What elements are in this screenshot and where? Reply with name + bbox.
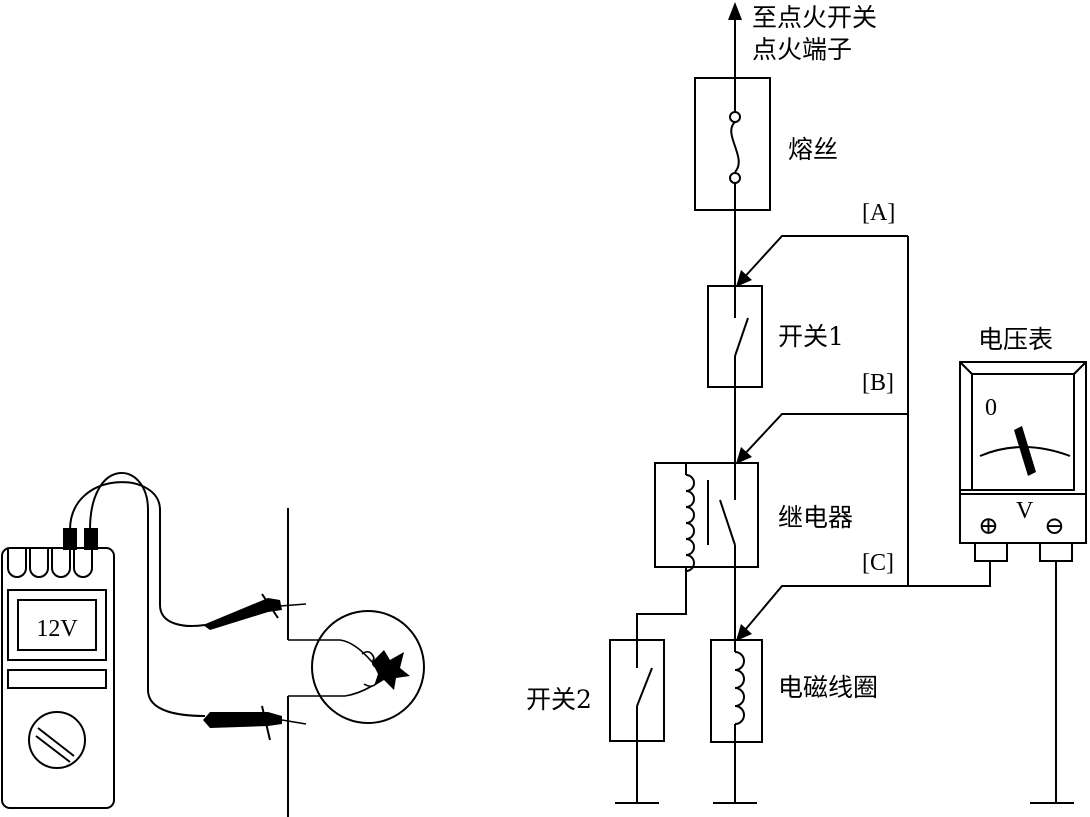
meter-needle-icon bbox=[1014, 426, 1036, 476]
voltmeter: 电压表 0 V ⊕ ⊖ bbox=[959, 325, 1087, 562]
test-lead-upper bbox=[69, 481, 206, 627]
tester-connector-right bbox=[84, 528, 98, 550]
point-a-label: [A] bbox=[862, 200, 895, 226]
probe-upper bbox=[203, 593, 307, 630]
meter-unit-label: V bbox=[1016, 498, 1034, 524]
to-ignition-label-2: 点火端子 bbox=[752, 35, 852, 64]
tester-display-frame bbox=[7, 589, 107, 661]
meter-plus-icon: ⊕ bbox=[978, 511, 999, 540]
switch-1-label: 开关1 bbox=[778, 322, 844, 351]
probe-lower bbox=[203, 705, 307, 741]
switch-2 bbox=[609, 639, 665, 802]
tester-connector-left bbox=[63, 528, 77, 550]
tester-top-bumps bbox=[7, 548, 93, 578]
voltmeter-label: 电压表 bbox=[978, 325, 1053, 354]
fuse-label: 熔丝 bbox=[788, 135, 838, 164]
point-c-arrow-icon bbox=[736, 624, 752, 641]
switch-2-label: 开关2 bbox=[526, 685, 592, 714]
relay bbox=[654, 462, 759, 572]
point-b-label: [B] bbox=[862, 370, 894, 396]
relay-label: 继电器 bbox=[778, 503, 853, 532]
meter-minus-icon: ⊖ bbox=[1044, 511, 1065, 540]
filament-icon bbox=[372, 650, 410, 690]
fuse bbox=[694, 77, 771, 211]
to-ignition-label-1: 至点火开关 bbox=[752, 3, 877, 32]
bulb-icon bbox=[311, 610, 425, 724]
arrow-up-icon bbox=[728, 2, 742, 20]
solenoid-coil bbox=[710, 639, 763, 743]
point-a-arrow-icon bbox=[736, 270, 752, 287]
switch-1 bbox=[707, 285, 763, 388]
tester-body bbox=[1, 547, 115, 809]
solenoid-label: 电磁线圈 bbox=[778, 673, 878, 702]
tester-slot bbox=[7, 669, 107, 689]
point-c-label: [C] bbox=[862, 550, 894, 576]
handheld-tester: 12V bbox=[1, 472, 206, 809]
point-b-arrow-icon bbox=[736, 447, 752, 464]
test-lead-lower bbox=[89, 472, 206, 717]
meter-zero-label: 0 bbox=[985, 395, 997, 421]
tester-display-value: 12V bbox=[36, 616, 78, 642]
bulb-circuit bbox=[287, 508, 425, 817]
tester-display bbox=[17, 599, 97, 651]
tester-dial bbox=[28, 711, 86, 769]
